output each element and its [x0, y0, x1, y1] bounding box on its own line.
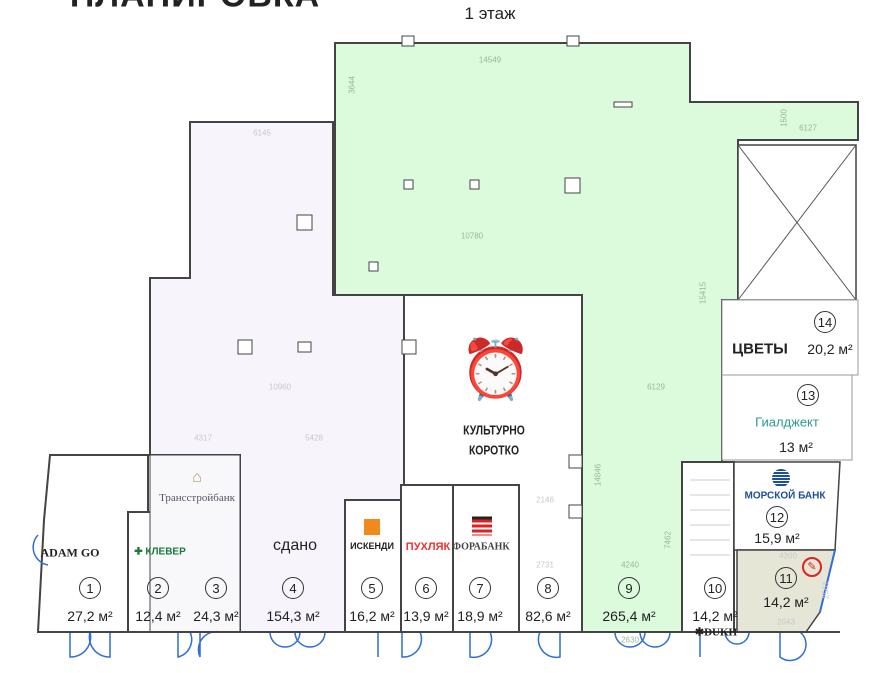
- room-number: 7: [469, 577, 491, 599]
- dimension: 4300: [779, 551, 797, 561]
- room-number: 12: [766, 506, 788, 528]
- room-area: 82,6 м²: [525, 608, 571, 624]
- transstroybank-roof-icon: ⌂: [192, 469, 202, 486]
- zone-room-7: [452, 484, 520, 633]
- room-area: 27,2 м²: [67, 608, 113, 624]
- zone-room-3: [149, 454, 241, 633]
- zone-room-6: [400, 484, 454, 633]
- dimension: 7462: [663, 531, 673, 549]
- tenant-iskendi: ИСКЕНДИ: [350, 541, 394, 551]
- dimension: 4240: [621, 560, 639, 570]
- tenant-pukhlyak: ПУХЛЯК: [405, 541, 451, 553]
- tenant-transstroybank: Трансстройбанк: [159, 492, 235, 504]
- room-number: 2: [147, 577, 169, 599]
- room-area: 14,2 м²: [763, 594, 809, 610]
- zone-room-10: [681, 461, 735, 633]
- room-number: 13: [797, 384, 819, 406]
- room-number: 14: [814, 311, 836, 333]
- room-area: 20,2 м²: [807, 341, 853, 357]
- room-number: 3: [205, 577, 227, 599]
- floor-label: 1 этаж: [464, 4, 516, 23]
- page-title: ПЛАНИРОВКА: [70, 0, 320, 16]
- tenant-kulturno-line1: КУЛЬТУРНО: [463, 422, 525, 438]
- dimension: 10780: [460, 231, 484, 241]
- room-number: 1: [79, 577, 101, 599]
- dimension: 6129: [647, 382, 665, 392]
- dimension: 2561: [821, 581, 831, 599]
- alarm-clock-icon: ⏰: [459, 337, 533, 402]
- dimension: 4317: [194, 433, 212, 443]
- no-entry-icon: ✎: [802, 557, 822, 577]
- dimension: 14846: [593, 463, 603, 487]
- dimension: 2630: [621, 635, 639, 645]
- tenant-dukh: ✱DUKH: [695, 626, 737, 639]
- dimension: 15415: [698, 281, 708, 305]
- dimension: 2146: [536, 495, 554, 505]
- tenant-adam-go: ADAM GO: [40, 545, 100, 560]
- iskendi-logo-icon: [364, 519, 380, 535]
- forabank-logo-icon: [472, 516, 492, 536]
- dimension: 2731: [536, 560, 554, 570]
- zone-room-14: [721, 299, 859, 376]
- room-area: 12,4 м²: [135, 608, 181, 624]
- room-number: 11: [775, 567, 797, 589]
- room-number: 5: [361, 577, 383, 599]
- room-number: 10: [704, 577, 726, 599]
- room-area: 24,3 м²: [193, 608, 239, 624]
- room-area: 265,4 м²: [602, 608, 656, 624]
- tenant-tsvety: ЦВЕТЫ: [732, 340, 788, 358]
- tenant-kulturno-line2: КОРОТКО: [468, 442, 520, 458]
- dimension: 5428: [305, 433, 323, 443]
- room-area: 15,9 м²: [754, 530, 800, 546]
- tenant-morskoy-bank: МОРСКОЙ БАНК: [744, 490, 826, 502]
- clover-icon: ✚: [134, 546, 146, 558]
- tenant-forabank: ФОРАБАНК: [452, 541, 510, 553]
- dimension: 6127: [799, 123, 817, 133]
- status-leased: сдано: [273, 537, 317, 554]
- dimension: 14549: [478, 55, 502, 65]
- asterisk-icon: ✱: [694, 626, 705, 639]
- room-number: 8: [537, 577, 559, 599]
- dimension: 10960: [268, 382, 292, 392]
- room-area: 14,2 м²: [692, 608, 738, 624]
- tenant-klever: ✚ КЛЕВЕР: [134, 547, 186, 558]
- dimension: 1500: [779, 109, 789, 127]
- morskoy-bank-globe-icon: [772, 469, 790, 487]
- tenant-label: КЛЕВЕР: [145, 546, 186, 558]
- zone-room-13: [721, 374, 853, 461]
- dimension: 6145: [253, 128, 271, 138]
- tenant-label: DUKH: [704, 626, 738, 639]
- dimension: 3644: [347, 76, 357, 94]
- room-number: 9: [618, 577, 640, 599]
- dimension: 2043: [777, 617, 795, 627]
- tenant-gialjekt: Гиалджект: [755, 414, 819, 430]
- room-area: 16,2 м²: [349, 608, 395, 624]
- room-number: 4: [282, 577, 304, 599]
- room-area: 13,9 м²: [403, 608, 449, 624]
- room-area: 154,3 м²: [266, 608, 320, 624]
- room-area: 13 м²: [779, 439, 813, 455]
- room-area: 18,9 м²: [457, 608, 503, 624]
- room-number: 6: [415, 577, 437, 599]
